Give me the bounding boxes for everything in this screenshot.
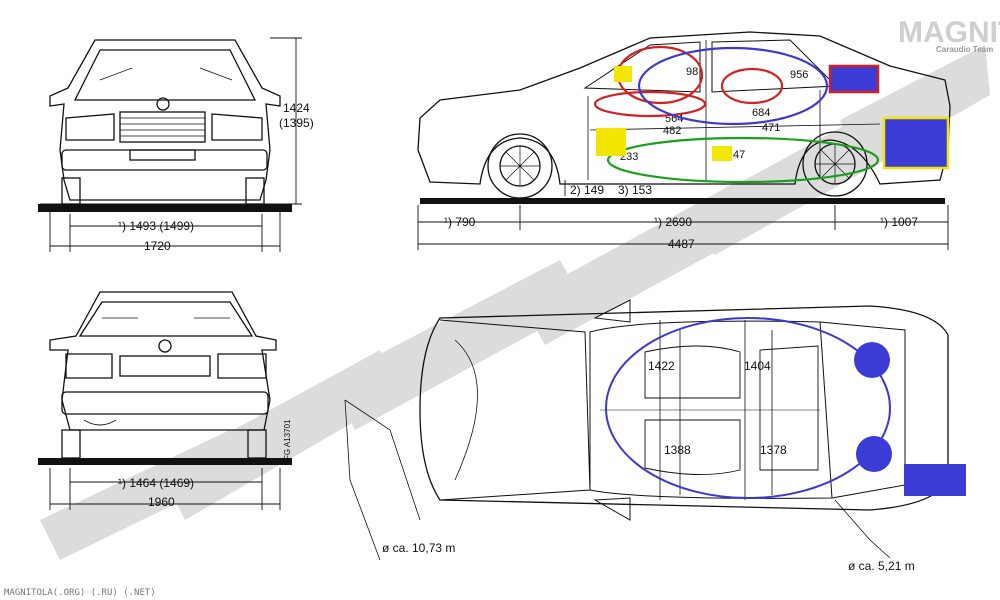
- rear-dimensions: [49, 468, 281, 510]
- top-annotations: [605, 317, 891, 499]
- top-front-width-label: 1422: [648, 359, 675, 373]
- top-dimensions: [344, 320, 891, 561]
- front-ground-line: [38, 204, 292, 212]
- wheelbase-label: ¹) 2690: [654, 215, 692, 229]
- side-dimensions: [417, 180, 949, 250]
- marker-speaker-2: [856, 436, 892, 472]
- clearance-b-label: 3) 153: [618, 183, 652, 197]
- marker-yellow-1: [614, 66, 632, 82]
- marker-yellow-2: [596, 128, 626, 156]
- rear-overhang-label: ¹) 1007: [880, 215, 918, 229]
- length-label: 4487: [668, 237, 695, 251]
- rear-ground-line: [38, 458, 292, 465]
- side-ground-line: [420, 198, 945, 204]
- front-view: [40, 39, 290, 205]
- front-height-label: 1424: [283, 101, 310, 115]
- dim-482: 482: [663, 125, 681, 137]
- magnitola-logo: MAGNITOLA Caraudio Team: [898, 16, 1000, 54]
- dim-684: 684: [752, 107, 770, 119]
- front-dimensions: [49, 37, 302, 252]
- dim-956: 956: [790, 69, 808, 81]
- marker-blue-yellow: [882, 116, 950, 170]
- marker-yellow-3: [712, 146, 732, 161]
- marker-blue-red: [828, 64, 880, 94]
- rear-width-label: 1960: [148, 495, 175, 509]
- top-rear-seat-label: 1378: [760, 443, 787, 457]
- side-annotations: [593, 45, 880, 184]
- dim-471: 471: [762, 122, 780, 134]
- front-overhang-label: ¹) 790: [444, 215, 476, 229]
- logo-text: MAGNITOLA: [898, 16, 1000, 49]
- logo-subtext: Caraudio Team: [936, 45, 993, 54]
- figure-code-label: FG A13701: [283, 419, 292, 460]
- front-height-alt-label: (1395): [279, 116, 314, 130]
- dim-98: 98: [686, 66, 698, 78]
- dim-47: 47: [733, 149, 745, 161]
- rear-track-label: ¹) 1464 (1469): [118, 476, 194, 490]
- clearance-a-label: 2) 149: [570, 183, 604, 197]
- front-track-label: ¹) 1493 (1499): [118, 219, 194, 233]
- top-view: [419, 299, 949, 521]
- turning-circle-label: ø ca. 10,73 m: [382, 541, 455, 555]
- footer-url: MAGNITOLA(.ORG) (.RU) (.NET): [4, 588, 156, 598]
- marker-speaker-1: [854, 342, 890, 378]
- top-front-seat-label: 1388: [664, 443, 691, 457]
- front-width-label: 1720: [144, 239, 171, 253]
- turning-circle-2-label: ø ca. 5,21 m: [848, 559, 915, 573]
- marker-blue-top: [904, 464, 966, 496]
- top-rear-width-label: 1404: [744, 359, 771, 373]
